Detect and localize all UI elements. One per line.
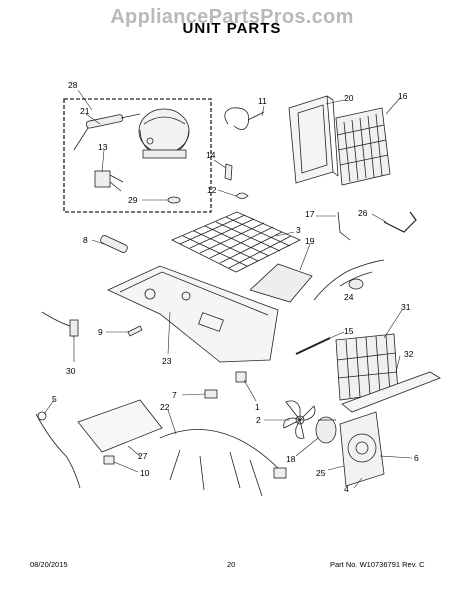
- callout-23: 23: [162, 356, 172, 366]
- callout-6: 6: [414, 453, 419, 463]
- callout-21: 21: [80, 106, 90, 116]
- footer-part-number: Part No. W10736791 Rev. C: [330, 560, 425, 569]
- callout-24: 24: [344, 292, 354, 302]
- callout-11: 11: [258, 96, 267, 106]
- callout-19: 19: [305, 236, 315, 246]
- fan-shroud: [339, 411, 385, 487]
- base-platform: [107, 265, 279, 363]
- evaporator-cover: [288, 95, 339, 184]
- callout-1: 1: [255, 402, 260, 412]
- start-relay: [94, 170, 124, 192]
- evaporator: [335, 107, 391, 186]
- callout-31: 31: [401, 302, 411, 312]
- callout-2: 2: [256, 415, 261, 425]
- defrost-heater: [383, 211, 417, 233]
- callout-18: 18: [286, 454, 296, 464]
- condenser-coil: [171, 211, 301, 273]
- callout-7: 7: [172, 390, 177, 400]
- callout-28: 28: [68, 80, 78, 90]
- grommet-tube: [100, 235, 128, 253]
- baffle: [341, 371, 441, 413]
- callout-17: 17: [305, 209, 315, 219]
- callout-3: 3: [296, 225, 301, 235]
- fan-blade: [283, 400, 316, 439]
- part-7: [204, 389, 218, 399]
- callout-22: 22: [160, 402, 170, 412]
- callout-20: 20: [344, 93, 354, 103]
- filter-dryer: [73, 113, 141, 151]
- callout-5: 5: [52, 394, 57, 404]
- callout-30: 30: [66, 366, 76, 376]
- watermark: AppliancePartsPros.com: [110, 6, 354, 28]
- compressor: [138, 108, 190, 159]
- callout-16: 16: [398, 91, 408, 101]
- callout-4: 4: [344, 484, 349, 494]
- tube: [337, 211, 351, 241]
- callout-25: 25: [316, 468, 326, 478]
- callout-14: 14: [206, 150, 216, 160]
- tube-5: [35, 413, 81, 489]
- cable-tie: [295, 337, 331, 355]
- footer-date: 08/20/2015: [30, 560, 68, 569]
- callout-27: 27: [138, 451, 148, 461]
- page-title: UNIT PARTS: [182, 20, 282, 37]
- harness: [313, 259, 385, 301]
- compressor-grommet: [167, 196, 181, 204]
- insulation-sheet: [77, 399, 163, 453]
- callout-32: 32: [404, 349, 414, 359]
- fan-motor: [315, 416, 337, 444]
- thermistor-wire: [224, 107, 250, 130]
- condenser: [335, 333, 399, 401]
- callout-8: 8: [83, 235, 88, 245]
- callout-13: 13: [98, 142, 108, 152]
- screw-9: [127, 325, 143, 337]
- callout-10: 10: [140, 468, 150, 478]
- callout-12: 12: [207, 185, 217, 195]
- callout-26: 26: [358, 208, 368, 218]
- callout-29: 29: [128, 195, 138, 205]
- wire-harness: [159, 429, 281, 497]
- bracket: [224, 163, 233, 181]
- part-1: [235, 371, 247, 383]
- footer-page-number: 20: [227, 560, 236, 569]
- callout-15: 15: [344, 326, 354, 336]
- drain-pan: [249, 263, 313, 303]
- clip: [235, 192, 249, 199]
- clip-10: [103, 455, 115, 465]
- callout-9: 9: [98, 327, 103, 337]
- compressor-group-box: [63, 98, 212, 213]
- drain-tube: [41, 311, 75, 339]
